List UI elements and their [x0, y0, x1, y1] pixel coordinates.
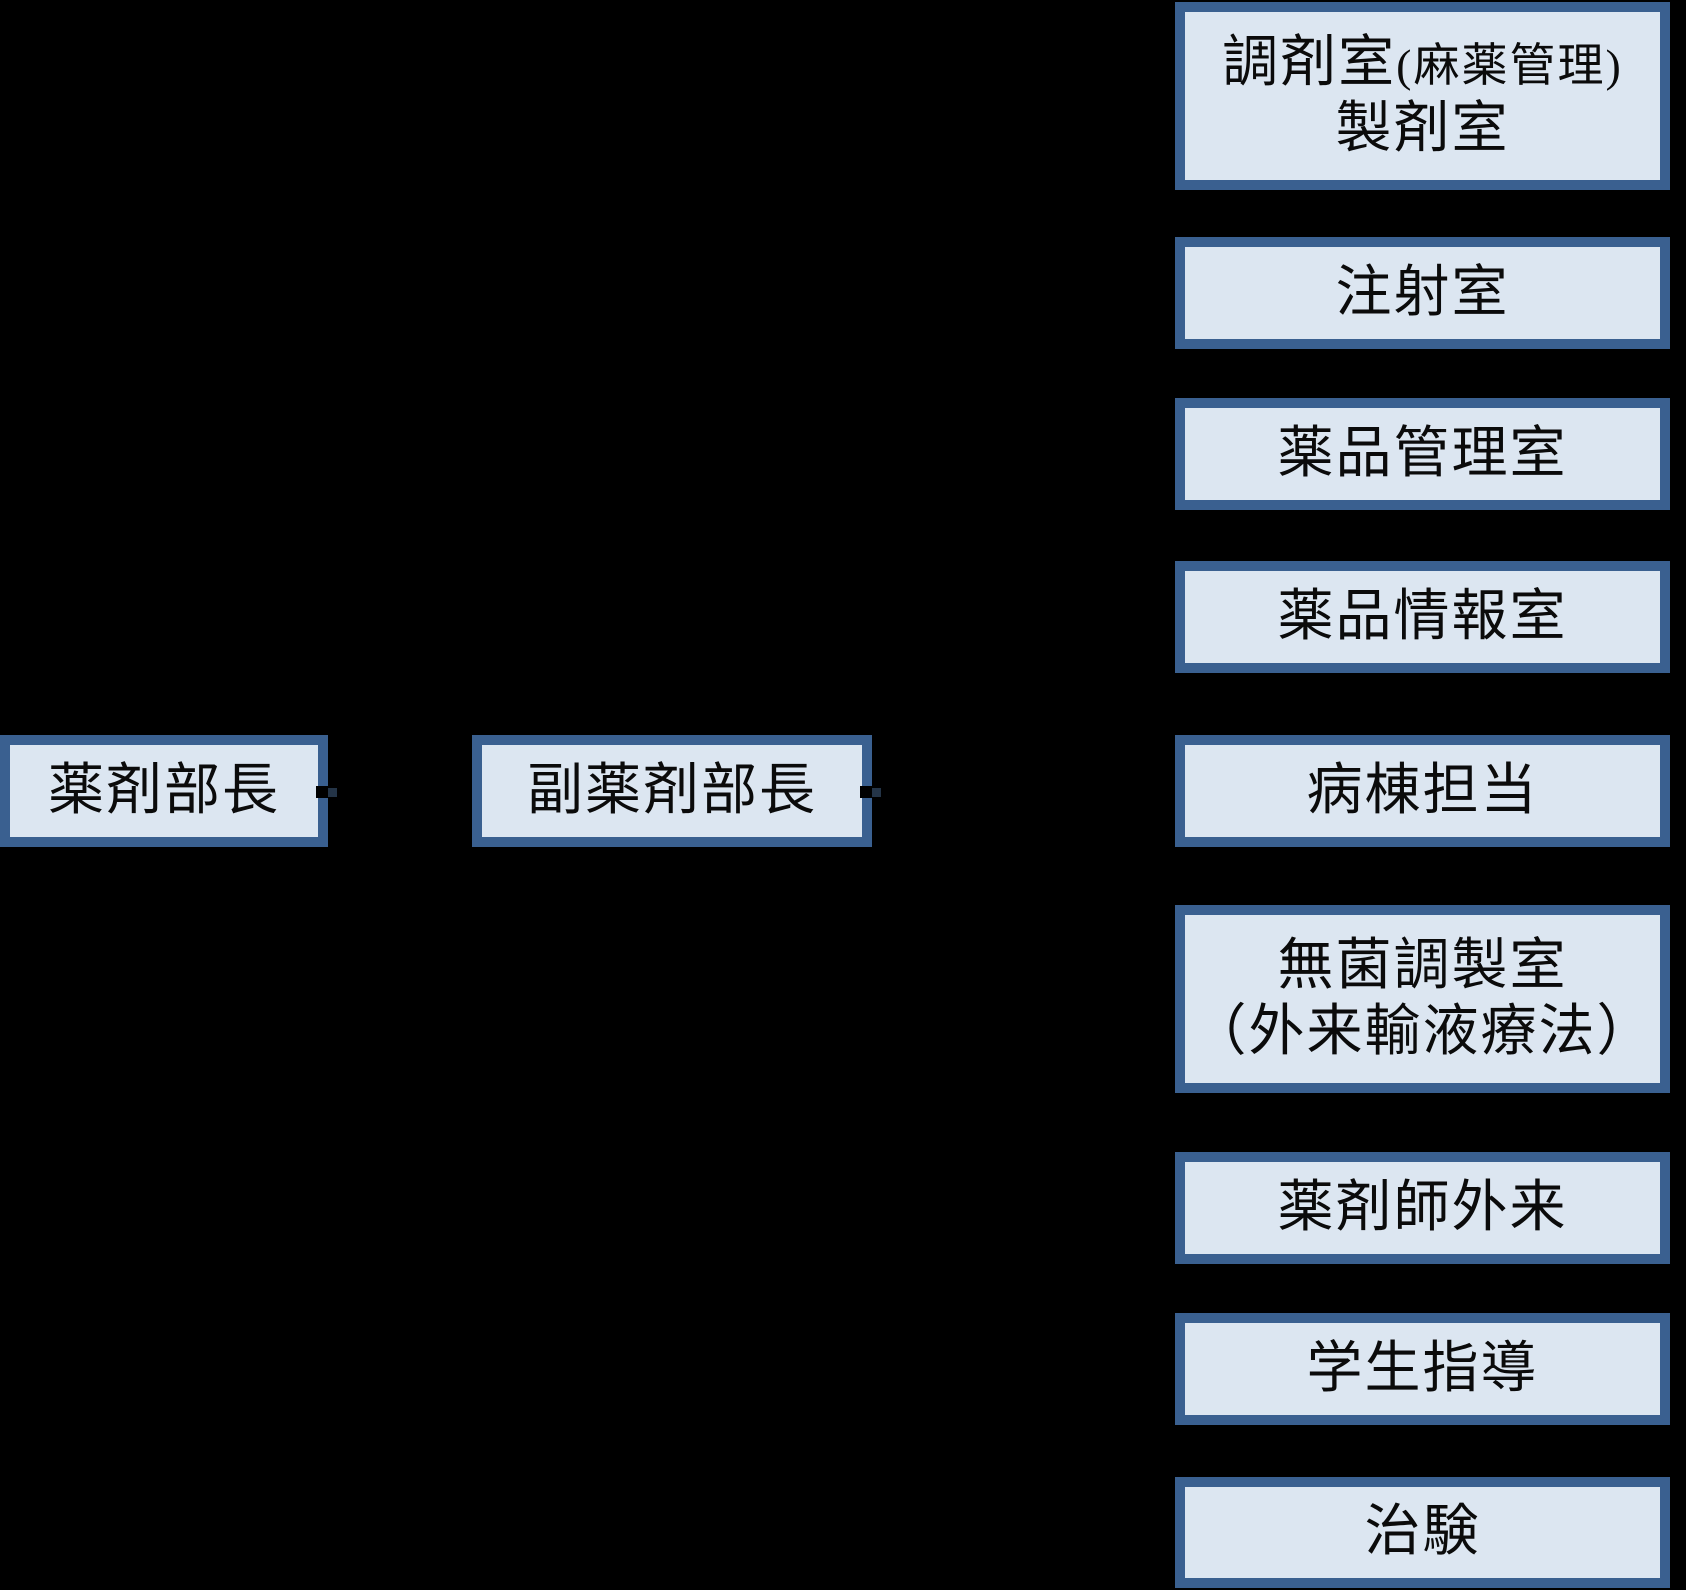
org-box-label: 薬品情報室: [1278, 584, 1568, 650]
org-box-label: 病棟担当: [1307, 758, 1539, 824]
org-box-label-segment: （外来輸液療法）: [1190, 1001, 1655, 1063]
connector-stub-tail: [872, 788, 881, 797]
org-box-student-guidance: 学生指導: [1175, 1313, 1670, 1425]
org-box-label-segment: 注射室: [1335, 261, 1510, 324]
org-box-label: 注射室: [1336, 260, 1510, 326]
org-box-dispensing-room: 調剤室(麻薬管理)製剤室: [1175, 2, 1670, 190]
connector-stub-tail: [328, 788, 337, 797]
org-box-ward-duty: 病棟担当: [1175, 735, 1670, 847]
org-box-deputy-pharmacy-director: 副薬剤部長: [472, 735, 872, 847]
org-box-label: 調剤室(麻薬管理): [1222, 30, 1623, 96]
org-box-label: 薬品管理室: [1278, 421, 1568, 487]
org-box-drug-management-room: 薬品管理室: [1175, 398, 1670, 510]
org-box-label-segment: 治験: [1364, 1501, 1481, 1564]
org-box-label: 治験: [1365, 1499, 1481, 1565]
org-box-aseptic-preparation-room: 無菌調製室（外来輸液療法）: [1175, 905, 1670, 1093]
org-box-label-segment: 薬剤部長: [48, 759, 280, 822]
org-box-label-segment: 調剤室: [1222, 31, 1397, 94]
org-box-label: 副薬剤部長: [527, 758, 817, 824]
org-box-label-segment: 製剤室: [1335, 98, 1510, 160]
org-box-label-segment: 薬品情報室: [1277, 585, 1568, 648]
org-box-label-segment: 薬剤師外来: [1277, 1176, 1568, 1239]
org-box-label: 無菌調製室: [1278, 933, 1568, 999]
org-box-clinical-trials: 治験: [1175, 1477, 1670, 1588]
connector-stub-notch: [316, 786, 328, 798]
org-box-injection-room: 注射室: [1175, 237, 1670, 349]
org-box-label-segment: 無菌調製室: [1277, 934, 1568, 997]
org-box-label: 製剤室: [1336, 96, 1510, 162]
org-box-label-segment: 学生指導: [1306, 1337, 1539, 1400]
org-box-label-segment: 薬品管理室: [1277, 422, 1568, 485]
org-box-label: 薬剤師外来: [1278, 1175, 1568, 1241]
org-box-pharmacist-outpatient: 薬剤師外来: [1175, 1152, 1670, 1264]
connector-stub-notch: [860, 786, 872, 798]
org-box-label: （外来輸液療法）: [1191, 999, 1655, 1065]
org-box-label-segment: 病棟担当: [1306, 759, 1539, 822]
org-box-label-segment: (麻薬管理): [1396, 39, 1623, 91]
org-box-label: 薬剤部長: [48, 758, 280, 824]
org-box-label-segment: 副薬剤部長: [527, 759, 817, 822]
org-box-label: 学生指導: [1307, 1336, 1539, 1402]
org-box-pharmacy-director: 薬剤部長: [0, 735, 328, 847]
org-box-drug-information-room: 薬品情報室: [1175, 561, 1670, 673]
